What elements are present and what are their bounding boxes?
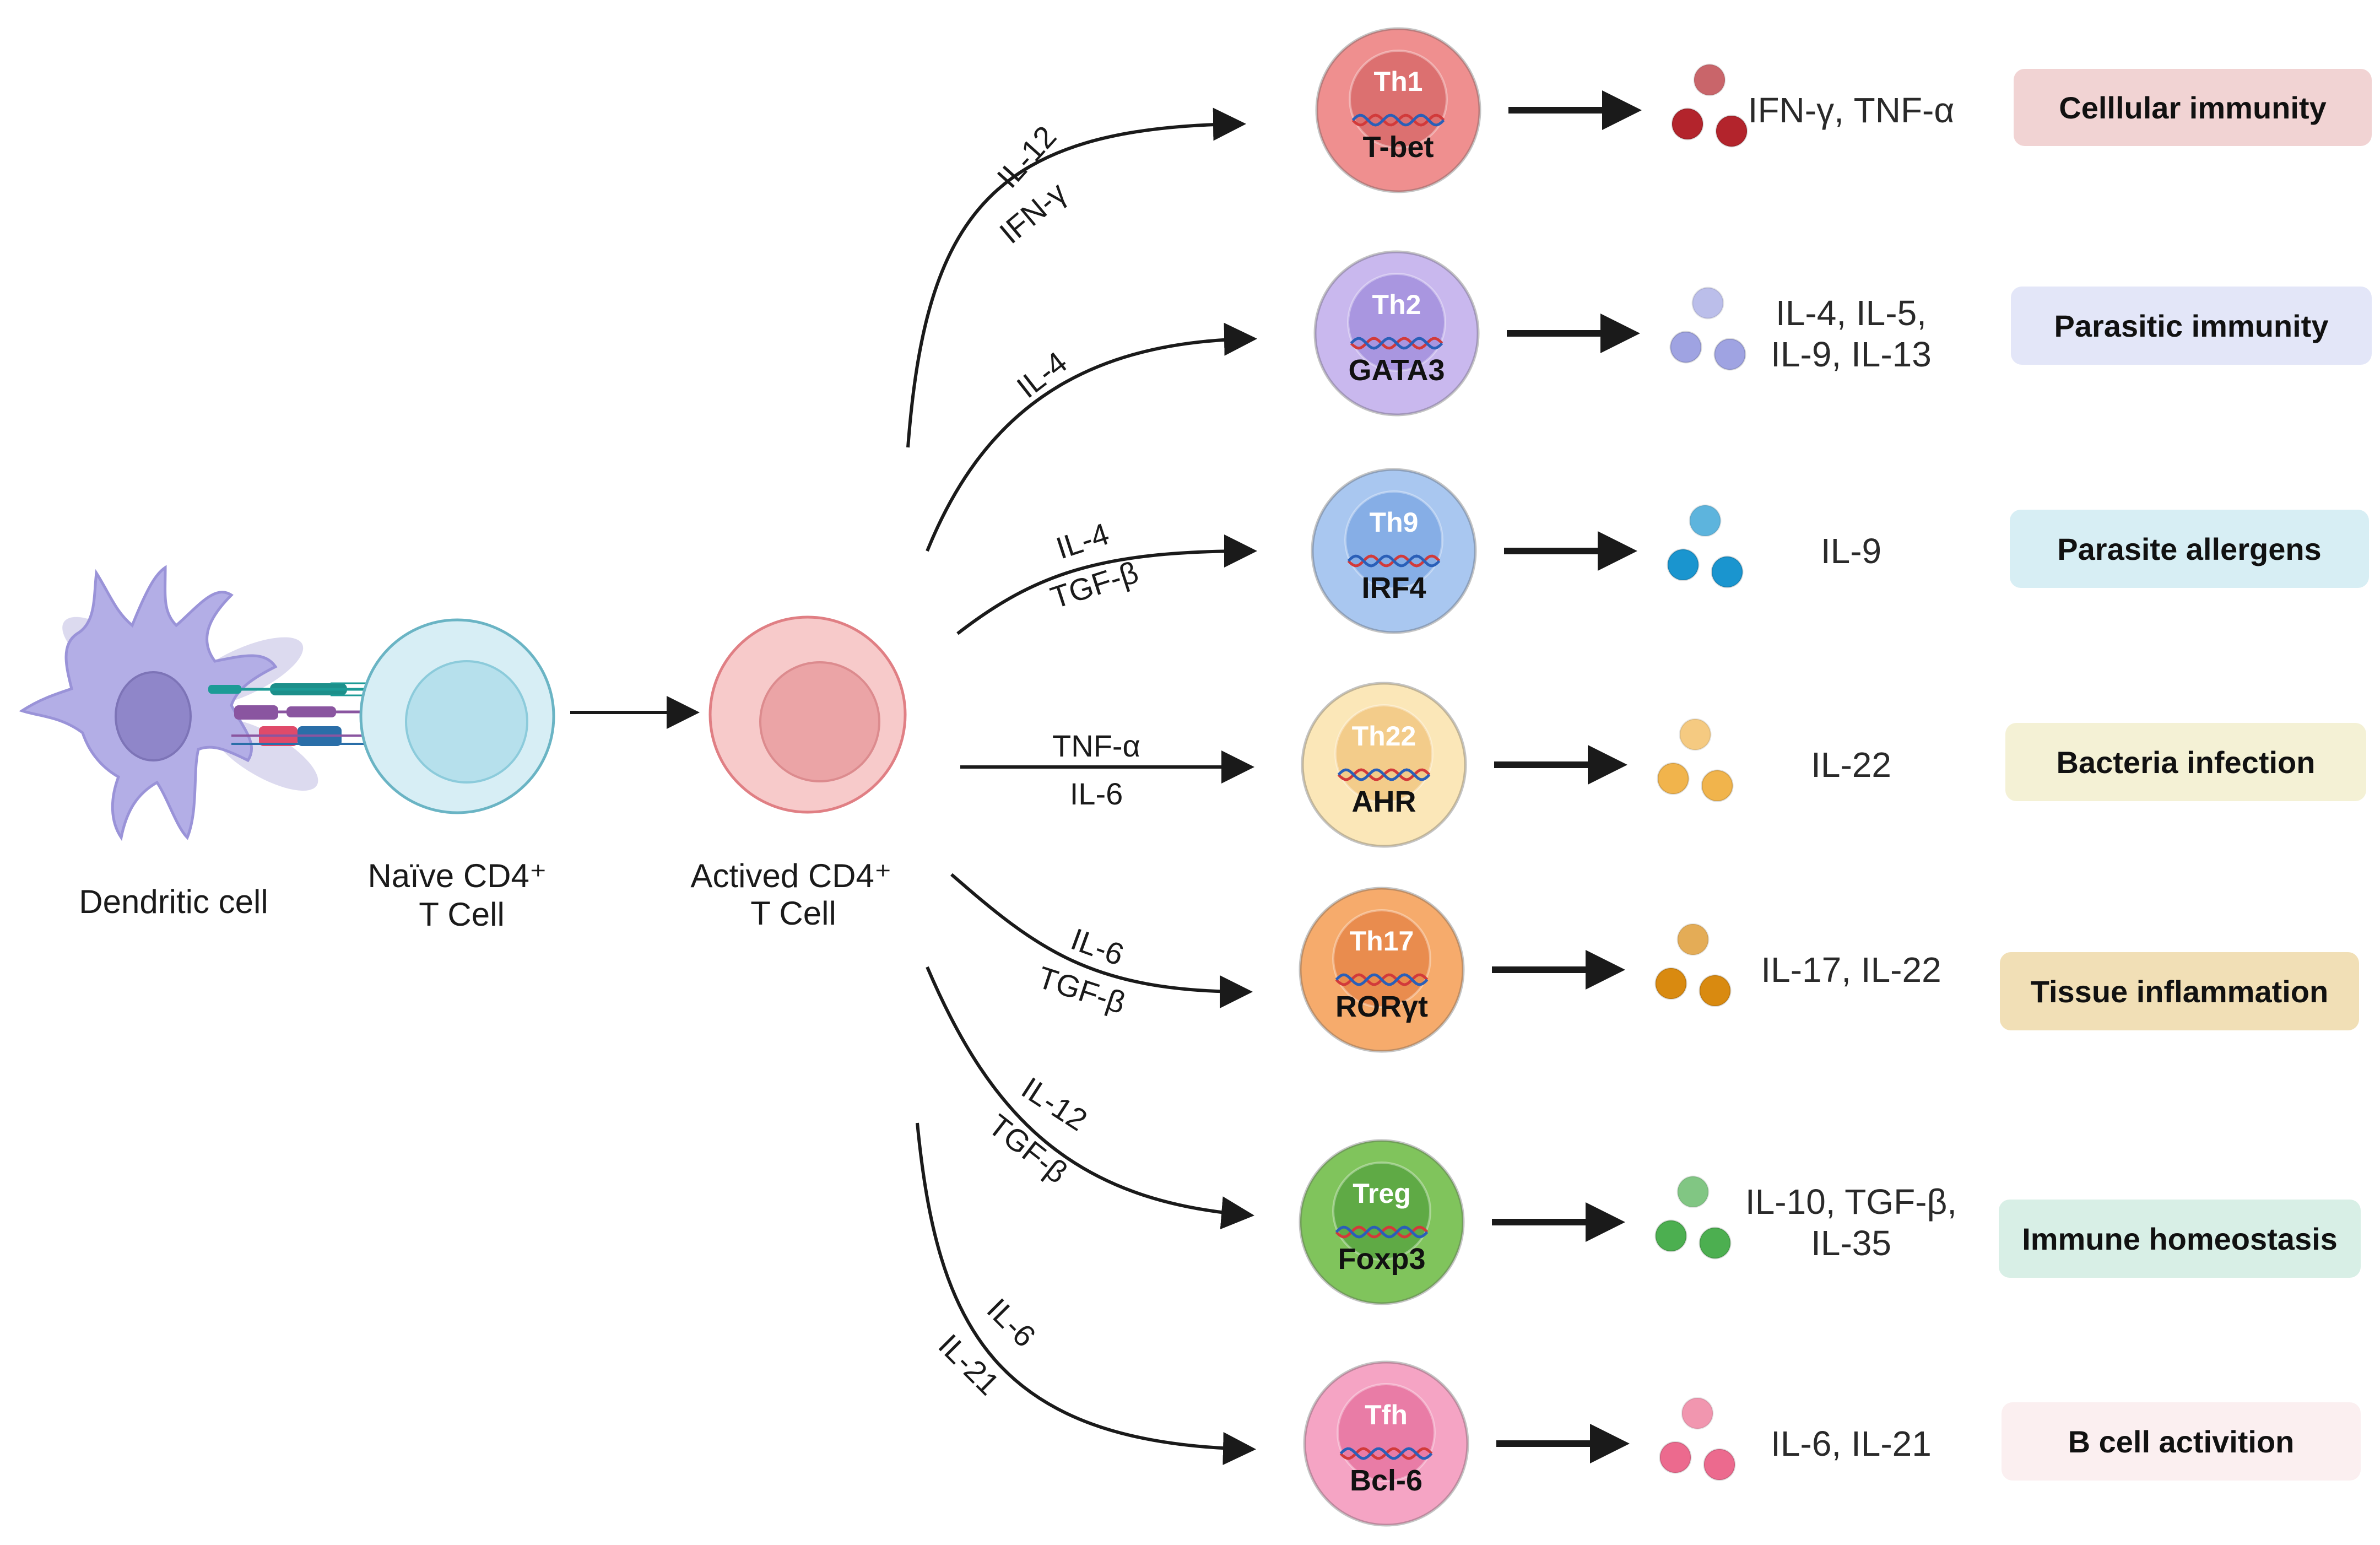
th9-dna-icon: [1347, 554, 1441, 568]
tfh-outcome-label: B cell activition: [2068, 1424, 2295, 1459]
th22-cytokine-dots-icon: [1657, 718, 1734, 802]
pathway-arrow-th1: [906, 107, 1246, 448]
th22-dna-icon: [1337, 768, 1431, 781]
th2-cell-name: Th2: [1372, 289, 1421, 320]
treg-dna-icon: [1335, 1225, 1429, 1239]
th1-outcome-box: Celllular immunity: [2014, 69, 2372, 146]
pathway-arrow-treg: [926, 966, 1254, 1230]
th1-dna-icon: [1351, 114, 1445, 127]
th9-cytokines-line1: IL-9: [1821, 531, 1881, 571]
inducer-label-th9-1: IL-4: [1052, 516, 1113, 566]
inducer-label-th1-2: IFN-γ: [993, 175, 1073, 250]
th1-cytokine-dots-icon: [1671, 63, 1748, 148]
pathway-arrow-tfh: [916, 1122, 1256, 1465]
th2-cytokine-dots-icon: [1669, 287, 1746, 371]
naive-t-cell: [359, 618, 555, 814]
dendritic-cell-nucleus: [115, 671, 192, 761]
inducer-labels: IL-12 IFN-γ IL-4 IL-4 TGF-β TNF-α IL-6 I…: [932, 119, 1143, 1402]
th17-cytokines-line1: IL-17, IL-22: [1761, 950, 1941, 990]
tfh-transcription-factor: Bcl-6: [1350, 1464, 1422, 1497]
th17-outcome-box: Tissue inflammation: [2000, 952, 2359, 1030]
tfh-dna-icon: [1339, 1447, 1433, 1460]
th17-outcome-label: Tissue inflammation: [2031, 974, 2328, 1009]
treg-transcription-factor: Foxp3: [1338, 1243, 1425, 1276]
th22-outcome-label: Bacteria infection: [2057, 745, 2316, 780]
th22-cell-name: Th22: [1352, 721, 1416, 752]
th1-cytokines-line1: IFN-γ, TNF-α: [1748, 90, 1955, 130]
tfh-cytokines-line1: IL-6, IL-21: [1771, 1424, 1932, 1463]
pathway-arrow-th17: [950, 873, 1253, 1008]
tfh-cell-name: Tfh: [1365, 1400, 1408, 1430]
pathway-arrow-th9: [956, 534, 1257, 635]
treg-cell-name: Treg: [1353, 1178, 1411, 1209]
tfh-outcome-box: B cell activition: [2002, 1402, 2361, 1481]
treg-cytokines-line1: IL-10, TGF-β,: [1745, 1182, 1957, 1222]
th2-transcription-factor: GATA3: [1349, 354, 1445, 387]
th17-cytokine-dots-icon: [1654, 923, 1732, 1007]
treg-cytokines-line2: IL-35: [1811, 1223, 1891, 1263]
th2-cytokines-line1: IL-4, IL-5,: [1776, 293, 1927, 333]
immune-synapse-receptors: [208, 682, 380, 746]
differentiation-pathways: [906, 107, 1257, 1465]
inducer-label-tfh-2: IL-21: [932, 1327, 1007, 1402]
th1-transcription-factor: T-bet: [1363, 131, 1434, 164]
th9-outcome-box: Parasite allergens: [2010, 510, 2369, 588]
th9-transcription-factor: IRF4: [1361, 571, 1426, 604]
th2-cytokines-line2: IL-9, IL-13: [1771, 334, 1932, 374]
inducer-label-tfh-1: IL-6: [981, 1292, 1043, 1354]
activated-cell-label-line2: T Cell: [750, 895, 836, 932]
inducer-label-th2-1: IL-4: [1010, 344, 1074, 404]
naive-cell-label-line2: T Cell: [419, 896, 505, 933]
th17-transcription-factor: RORγt: [1335, 990, 1428, 1023]
th22-outcome-box: Bacteria infection: [2005, 723, 2366, 801]
activated-cell-label-line1: Actived CD4⁺: [690, 857, 891, 894]
th9-cytokine-dots-icon: [1667, 504, 1744, 588]
inducer-label-th17-1: IL-6: [1067, 921, 1128, 972]
th9-outcome-label: Parasite allergens: [2057, 532, 2321, 566]
th9-cell-name: Th9: [1370, 507, 1419, 538]
treg-outcome-box: Immune homeostasis: [1999, 1200, 2361, 1278]
th17-dna-icon: [1335, 973, 1429, 986]
th2-outcome-box: Parasitic immunity: [2011, 287, 2372, 365]
dendritic-cell: [19, 565, 318, 841]
tfh-cytokine-dots-icon: [1659, 1397, 1736, 1481]
th1-cell-name: Th1: [1374, 66, 1423, 97]
th17-cell-name: Th17: [1350, 926, 1414, 957]
activated-t-cell: [708, 615, 907, 814]
pathway-arrow-th2: [926, 322, 1257, 552]
inducer-label-th22-1: TNF-α: [1052, 728, 1140, 763]
th22-transcription-factor: AHR: [1352, 785, 1416, 818]
th2-outcome-label: Parasitic immunity: [2054, 309, 2329, 343]
treg-cytokine-dots-icon: [1654, 1175, 1732, 1260]
th2-dna-icon: [1350, 337, 1443, 350]
dendritic-cell-label: Dendritic cell: [79, 883, 268, 920]
th22-cytokines-line1: IL-22: [1811, 745, 1891, 785]
th1-outcome-label: Celllular immunity: [2059, 90, 2326, 125]
treg-outcome-label: Immune homeostasis: [2022, 1222, 2338, 1256]
naive-cell-label-line1: Naïve CD4⁺: [367, 857, 547, 894]
inducer-label-th22-2: IL-6: [1070, 776, 1123, 811]
